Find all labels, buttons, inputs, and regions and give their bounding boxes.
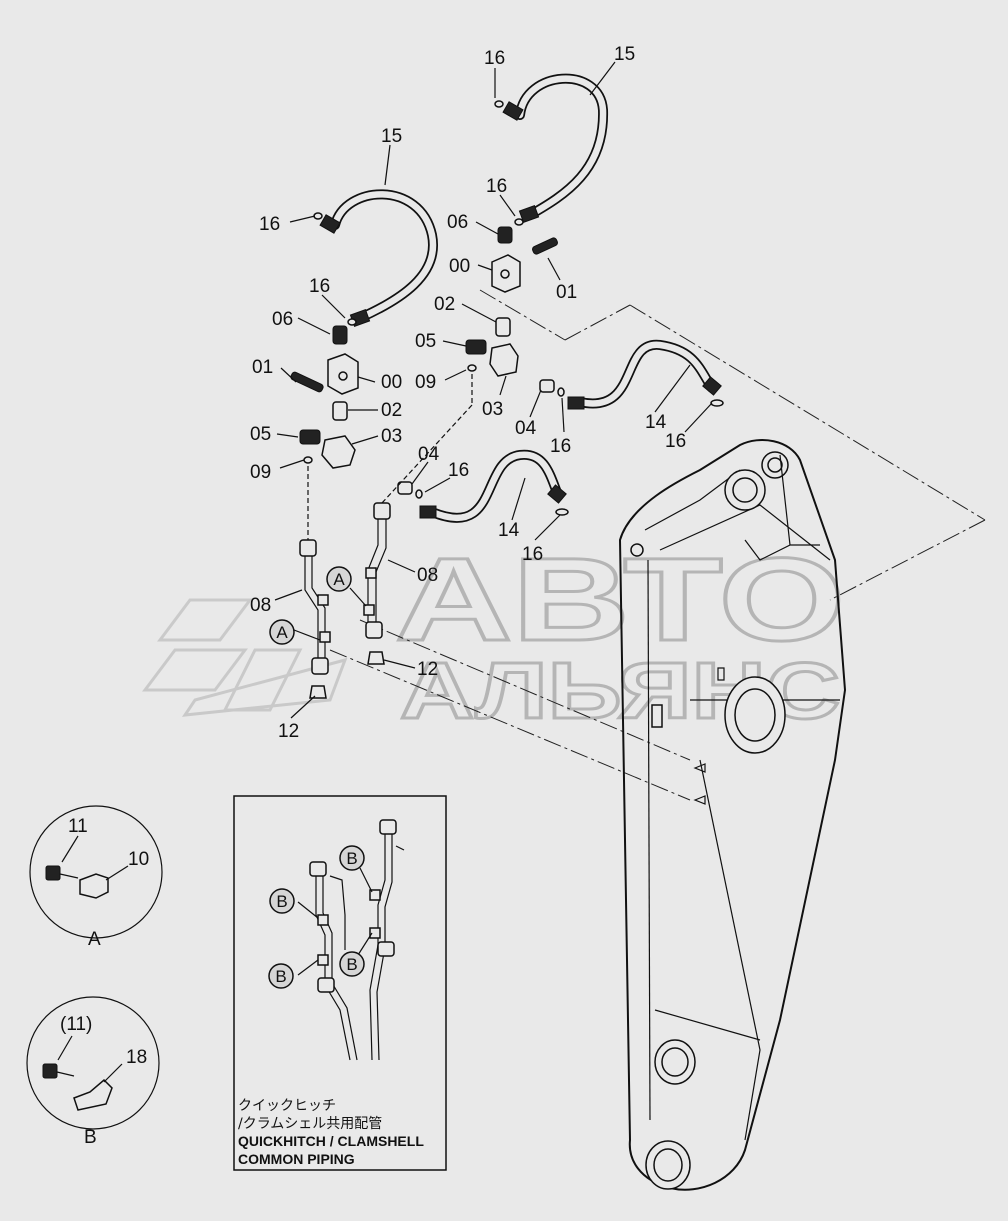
callout-00-right: 00 <box>449 256 470 277</box>
clamp-icon <box>73 1078 113 1111</box>
hose-15-left <box>319 189 439 328</box>
detail-a: 11 10 A <box>29 805 163 950</box>
detail-b: (11) 18 B <box>26 996 160 1148</box>
badge-a-lower-text: A <box>276 623 288 642</box>
badge-b-3-text: B <box>346 955 357 974</box>
inset-caption-en-1: QUICKHITCH / CLAMSHELL <box>238 1133 424 1149</box>
callout-14-mid: 14 <box>498 520 520 541</box>
callout-05-left: 05 <box>250 424 271 445</box>
hose-14-mid <box>419 449 567 523</box>
badge-b-1 <box>339 845 365 871</box>
callout-01-left: 01 <box>252 357 273 378</box>
callouts: 16 15 15 16 16 06 00 01 16 06 02 05 09 0… <box>250 44 686 742</box>
callout-16-a: 16 <box>486 176 507 197</box>
callout-04-mid: 04 <box>418 444 440 465</box>
badge-b-2-text: B <box>276 892 287 911</box>
detail-b-part-bolt: (11) <box>60 1014 92 1035</box>
callout-16-left: 16 <box>259 214 280 235</box>
callout-04-right: 04 <box>515 418 537 439</box>
badges-a: A A <box>269 566 367 645</box>
badge-a-upper <box>326 566 352 592</box>
callout-15-top: 15 <box>614 44 635 65</box>
watermark-logo-icon <box>142 598 348 717</box>
callout-12-left: 12 <box>278 721 299 742</box>
reference-lines <box>329 289 986 801</box>
callout-16-e: 16 <box>448 460 469 481</box>
callout-00-left: 00 <box>381 372 402 393</box>
callout-03-right: 03 <box>482 399 503 420</box>
badge-b-1-text: B <box>346 849 357 868</box>
callout-05-right: 05 <box>415 331 436 352</box>
leader-lines <box>274 61 713 719</box>
badge-a-lower <box>269 619 295 645</box>
inset-caption-en-2: COMMON PIPING <box>238 1151 355 1167</box>
callout-08-left: 08 <box>250 595 271 616</box>
callout-08-right: 08 <box>417 565 438 586</box>
callout-16-top: 16 <box>484 48 505 69</box>
bolt-icon <box>42 1063 75 1079</box>
badge-b-3 <box>339 951 365 977</box>
callout-02-right: 02 <box>434 294 455 315</box>
badge-b-4-text: B <box>275 967 286 986</box>
pipes-08 <box>299 374 473 699</box>
badge-a-upper-text: A <box>333 570 345 589</box>
callout-16-c: 16 <box>550 436 571 457</box>
callout-03-left: 03 <box>381 426 402 447</box>
callout-09-right: 09 <box>415 372 436 393</box>
detail-a-part-clamp: 10 <box>128 849 149 870</box>
detail-b-label: B <box>84 1127 97 1148</box>
callout-09-left: 09 <box>250 462 271 483</box>
inset-caption-jp-2: /クラムシェル共用配管 <box>238 1116 382 1132</box>
detail-a-part-bolt: 11 <box>68 816 88 837</box>
callout-14-right: 14 <box>645 412 667 433</box>
callout-16-d: 16 <box>665 431 686 452</box>
detail-a-label: A <box>88 929 101 950</box>
callout-01-right: 01 <box>556 282 577 303</box>
callout-06-right: 06 <box>447 212 468 233</box>
callout-16-f: 16 <box>522 544 543 565</box>
callout-06-left: 06 <box>272 309 293 330</box>
hose-14-right <box>567 339 722 410</box>
callout-16-b: 16 <box>309 276 330 297</box>
boom-arm <box>618 439 847 1191</box>
bolt-icon <box>45 865 79 881</box>
detail-b-part-clamp: 18 <box>126 1047 147 1068</box>
fittings <box>290 100 724 516</box>
badge-b-4 <box>268 963 294 989</box>
clamp-icon <box>79 873 109 899</box>
callout-15-left: 15 <box>381 126 402 147</box>
inset-caption-jp-1: クイックヒッチ <box>238 1098 336 1114</box>
callout-12-right: 12 <box>417 659 438 680</box>
badge-b-2 <box>269 888 295 914</box>
inset-quickhitch: B B B B クイックヒッチ /クラムシェル共用配管 QUICKHITCH /… <box>233 795 447 1171</box>
callout-02-left: 02 <box>381 400 402 421</box>
hose-15-upper <box>502 73 609 224</box>
